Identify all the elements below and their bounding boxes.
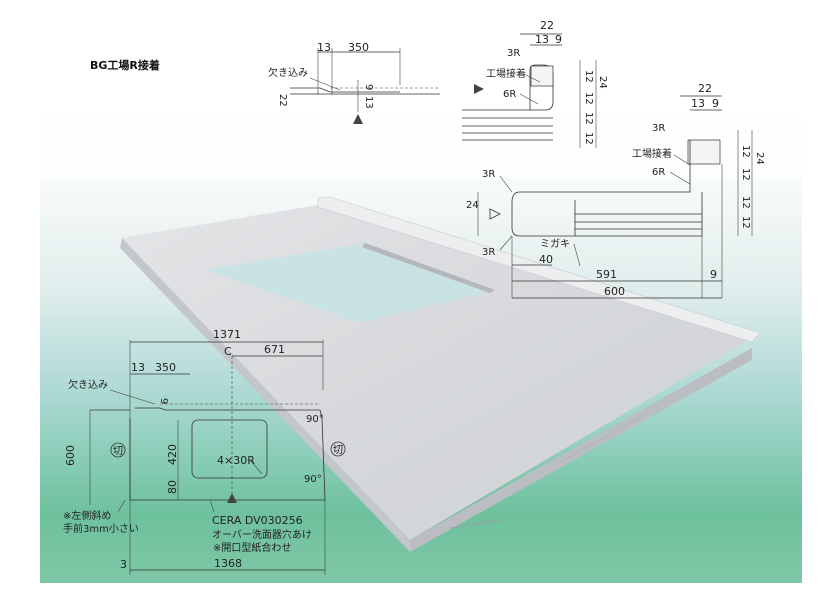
top-dim-9: 9 bbox=[363, 84, 374, 90]
plan-dim-80: 80 bbox=[166, 480, 179, 494]
top-view-arrow-icon bbox=[353, 114, 363, 124]
background-top-fade bbox=[40, 60, 802, 180]
plan-dim-671: 671 bbox=[264, 343, 285, 356]
plan-dim-600: 600 bbox=[64, 445, 77, 466]
small-dim-12a: 12 bbox=[583, 70, 594, 83]
large-factory-bond: 工場接着 bbox=[632, 147, 672, 160]
large-r3-left: 3R bbox=[482, 169, 495, 180]
section-detail-small: 22 13 9 3R 工場接着 6R 12 12 24 12 12 bbox=[462, 19, 608, 148]
top-notch-label: 欠き込み bbox=[268, 66, 308, 79]
plan-sink-cutout bbox=[191, 419, 268, 479]
small-r3: 3R bbox=[507, 48, 520, 59]
plan-dim-13: 13 bbox=[131, 361, 145, 374]
plan-dim-1368: 1368 bbox=[214, 557, 242, 570]
large-dim-24: 24 bbox=[754, 152, 765, 165]
small-view-arrow-icon bbox=[474, 84, 484, 94]
top-dim-350: 350 bbox=[348, 41, 369, 54]
large-r3-bottom: 3R bbox=[482, 247, 495, 258]
plan-angle-90a: 90° bbox=[306, 414, 324, 425]
small-dim-12d: 12 bbox=[583, 132, 594, 145]
large-dim-12a: 12 bbox=[740, 145, 751, 158]
plan-note-left-2: 手前3mm小さい bbox=[63, 522, 139, 535]
plan-note-left-1: ※左側斜め bbox=[63, 509, 111, 522]
countertop bbox=[120, 196, 761, 552]
small-r6: 6R bbox=[503, 89, 516, 100]
large-dim-600: 600 bbox=[604, 285, 625, 298]
backsplash bbox=[317, 196, 761, 343]
large-view-arrow-icon bbox=[489, 208, 501, 220]
large-dim-40: 40 bbox=[539, 253, 553, 266]
plan-dim-3: 3 bbox=[120, 558, 127, 571]
top-dim-13v: 13 bbox=[363, 96, 374, 109]
large-dim-13: 13 bbox=[691, 97, 705, 110]
plan-sink-desc: オーバー洗面器穴あけ bbox=[212, 528, 312, 541]
plan-dim-420: 420 bbox=[166, 444, 179, 465]
small-dim-12b: 12 bbox=[583, 92, 594, 105]
plan-center-mark: C bbox=[224, 345, 232, 358]
small-factory-bond: 工場接着 bbox=[486, 67, 526, 80]
countertop-front-edge bbox=[120, 238, 410, 552]
small-dim-24: 24 bbox=[597, 76, 608, 89]
large-migaki: ミガキ bbox=[540, 238, 570, 250]
large-dim-591: 591 bbox=[596, 268, 617, 281]
large-r3-top: 3R bbox=[652, 123, 665, 134]
top-dim-22: 22 bbox=[277, 94, 288, 107]
plan-sink-model: CERA DV030256 bbox=[212, 514, 303, 527]
plan-center-arrow-icon bbox=[227, 493, 237, 503]
plan-dim-350: 350 bbox=[155, 361, 176, 374]
plan-view: 1371 C 671 13 350 欠き込み 9 90° 600 切 切 420… bbox=[63, 328, 346, 575]
small-dim-22: 22 bbox=[540, 19, 554, 32]
plan-notch-label: 欠き込み bbox=[68, 378, 108, 391]
large-dim-9: 9 bbox=[712, 97, 719, 110]
large-dim-9b: 9 bbox=[710, 268, 717, 281]
plan-cut-mark: 切 bbox=[113, 445, 123, 457]
plan-cut-mark-right: 切 bbox=[333, 444, 343, 456]
plan-dim-9: 9 bbox=[158, 398, 169, 404]
plan-radius-label: 4×30R bbox=[217, 454, 255, 467]
large-dim-12d: 12 bbox=[740, 216, 751, 229]
sink-opening-rim bbox=[362, 243, 495, 293]
large-dim-22: 22 bbox=[698, 82, 712, 95]
title: BG工場R接着 bbox=[90, 58, 160, 72]
large-r6: 6R bbox=[652, 167, 665, 178]
plan-cut-mark-right-icon bbox=[330, 441, 346, 457]
small-dim-12c: 12 bbox=[583, 112, 594, 125]
top-notch-detail: 13 350 欠き込み 22 9 13 bbox=[268, 41, 440, 124]
large-dim-24-left: 24 bbox=[466, 200, 479, 211]
sink-opening bbox=[205, 243, 495, 323]
plan-angle-90b: 90° bbox=[304, 474, 322, 485]
top-dim-13: 13 bbox=[317, 41, 331, 54]
large-dim-12b: 12 bbox=[740, 168, 751, 181]
plan-cut-mark-icon bbox=[110, 442, 126, 458]
section-detail-large: 22 13 9 3R 工場接着 6R 3R 3R 24 ミガキ 40 591 9 bbox=[466, 82, 765, 299]
plan-dim-1371: 1371 bbox=[213, 328, 241, 341]
small-dim-9: 9 bbox=[555, 33, 562, 46]
large-dim-12c: 12 bbox=[740, 196, 751, 209]
plan-template-note: ※開口型紙合わせ bbox=[213, 541, 291, 554]
small-dim-13: 13 bbox=[535, 33, 549, 46]
